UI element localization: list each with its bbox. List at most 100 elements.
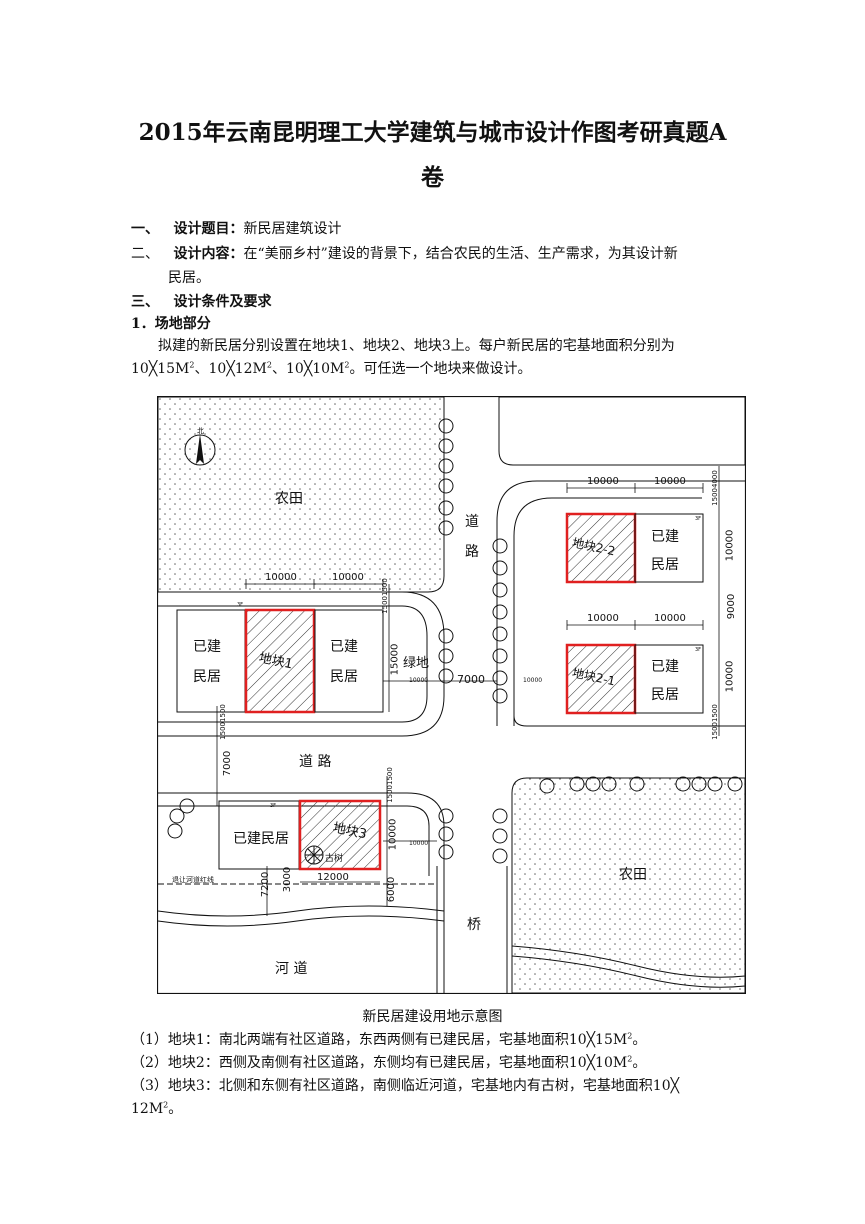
built-house-west-2 — [314, 609, 384, 713]
farmland-south-label: 农田 — [619, 867, 647, 883]
dim-east-mid-2: 10000 — [654, 613, 686, 624]
west-block-edge — [158, 591, 445, 737]
river-bank-4 — [511, 955, 746, 988]
dim-west-south-offset: 15001500 — [218, 704, 227, 740]
river-bank-2 — [157, 915, 445, 927]
item-3: （3）地块3：北侧和东侧有社区道路，南侧临近河道，宅基地内有古树，宅基地面积10… — [131, 1078, 680, 1094]
built-house-west-2-label-2: 民居 — [330, 669, 358, 685]
farmland-south — [511, 777, 746, 994]
subsection-1: 1．场地部分 — [131, 316, 211, 332]
paragraph-1: 拟建的新民居分别设置在地块1、地块2、地块3上。每户新民居的宅基地面积分别为 — [158, 338, 675, 354]
dim-setback-3000: 3000 — [282, 866, 294, 893]
dim-east-depth-2: 10000 — [724, 660, 736, 693]
dim-green-small: 10000 — [409, 677, 429, 684]
doc-title-line1: 2015年云南昆明理工大学建筑与城市设计作图考研真题A — [138, 119, 727, 146]
doc-title-line2: 卷 — [421, 164, 444, 191]
item-3-cont: 12M2。 — [131, 1100, 183, 1117]
sw-block-inner — [158, 805, 430, 876]
section-1-label: 设计题目： — [173, 221, 244, 237]
plot-1-label: 地块1 — [257, 650, 295, 673]
dim-plot3-width: 12000 — [317, 872, 349, 883]
floors-label-2: 3F — [695, 516, 702, 522]
dim-east-depth-1: 10000 — [724, 529, 736, 562]
section-2-num: 二、 — [131, 246, 159, 262]
ancient-tree-symbol — [304, 845, 324, 865]
floors-label-3: 3F — [695, 647, 702, 653]
floors-label-1: 3F — [237, 602, 244, 608]
dim-east-south-offset: 15001500 — [710, 704, 719, 740]
plot-3-label: 地块3 — [331, 820, 369, 843]
item-2: （2）地块2：西侧及南侧有社区道路，东侧均有已建民居，宅基地面积10╳10M2。 — [131, 1054, 647, 1071]
dim-east-top-1: 10000 — [587, 476, 619, 487]
setback-label: 退让河道红线 — [172, 876, 214, 884]
plot-2-1-label: 地块2-1 — [570, 665, 617, 689]
bridge-label: 桥 — [467, 917, 481, 933]
plot-2-1 — [565, 643, 637, 715]
site-plan — [157, 396, 746, 994]
farmland-north-label: 农田 — [275, 491, 303, 507]
figure-caption: 新民居建设用地示意图 — [362, 1009, 503, 1025]
dim-setback-7200: 7200 — [260, 871, 272, 898]
road-label: 道 路 — [299, 754, 332, 770]
west-block-inner — [158, 605, 428, 723]
north-arrow-icon — [184, 434, 216, 466]
built-house-west-1-label-2: 民居 — [193, 669, 221, 685]
site-plan-labels: 北 农田 农田 道 路 道 路 桥 河 道 绿地 退让河道红线 已建 民居 地块… — [157, 396, 746, 994]
section-2: 二、 设计内容：在“美丽乡村”建设的背景下，结合农民的生活、生产需求，为其设计新 — [131, 243, 678, 263]
built-house-west-1-label-1: 已建 — [193, 639, 221, 655]
river-bank-3 — [511, 945, 746, 978]
farmland-north — [157, 396, 445, 593]
section-2-text-cont: 民居。 — [168, 270, 210, 286]
dim-sw-offset: 15001500 — [385, 767, 394, 803]
dim-west-offset: 15001500 — [380, 578, 389, 614]
built-house-east-1-label-2: 民居 — [651, 557, 679, 573]
dim-east-small: 10000 — [523, 677, 543, 684]
section-1-num: 一、 — [131, 221, 159, 237]
dim-east-top-offset: 15004000 — [710, 470, 719, 506]
dim-west-depth: 15000 — [389, 643, 401, 676]
ancient-tree-label: 古树 — [325, 854, 344, 864]
sw-block-edge — [158, 792, 445, 993]
built-house-west-2-label-1: 已建 — [330, 639, 358, 655]
plot-2-2 — [565, 512, 637, 584]
east-block-inner — [513, 497, 702, 726]
green-label: 绿地 — [403, 656, 430, 671]
built-house-east-2-label-1: 已建 — [651, 659, 679, 675]
dim-west-2: 10000 — [332, 572, 364, 583]
dim-setback-6000: 6000 — [386, 876, 398, 903]
section-2-text: 在“美丽乡村”建设的背景下，结合农民的生活、生产需求，为其设计新 — [243, 246, 678, 262]
built-house-east-2-label-2: 民居 — [651, 687, 679, 703]
section-3-label: 设计条件及要求 — [173, 294, 272, 310]
paragraph-1-cont: 10╳15M2、10╳12M2、10╳10M2。可任选一个地块来做设计。 — [131, 360, 532, 377]
built-house-east-1-label-1: 已建 — [651, 529, 679, 545]
item-1: （1）地块1：南北两端有社区道路，东西两侧有已建民居，宅基地面积10╳15M2。 — [131, 1031, 647, 1048]
road-edge-ne — [498, 396, 746, 466]
north-label: 北 — [197, 427, 204, 435]
section-1: 一、 设计题目：新民居建筑设计 — [131, 218, 341, 238]
dim-east-mid-1: 10000 — [587, 613, 619, 624]
east-block-south — [513, 696, 745, 727]
road-label-v1: 道 — [465, 514, 479, 530]
section-3-num: 三、 — [131, 294, 159, 310]
river-bank-1 — [157, 905, 445, 917]
dim-road-width: 7000 — [222, 750, 234, 777]
plot-1 — [244, 608, 316, 714]
dim-road-7000: 7000 — [457, 673, 485, 686]
built-house-sw-label: 已建民居 — [233, 831, 289, 847]
map-frame — [157, 396, 746, 994]
dim-sw-small: 10000 — [409, 840, 429, 847]
plot-2-2-label: 地块2-2 — [570, 535, 617, 559]
section-2-label: 设计内容： — [173, 246, 244, 262]
built-house-east-2 — [634, 644, 704, 714]
dim-plot3-depth: 10000 — [387, 818, 399, 851]
section-1-text: 新民居建筑设计 — [243, 221, 342, 237]
river-label: 河 道 — [275, 961, 308, 977]
section-3: 三、 设计条件及要求 — [131, 291, 271, 311]
floors-label-4: 3F — [270, 803, 277, 809]
trees — [167, 418, 743, 864]
dim-west-1: 10000 — [265, 572, 297, 583]
dim-east-top-2: 10000 — [654, 476, 686, 487]
dim-east-gap: 9000 — [726, 593, 738, 620]
dimension-lines — [216, 466, 720, 916]
east-block-road-edge — [496, 480, 745, 726]
